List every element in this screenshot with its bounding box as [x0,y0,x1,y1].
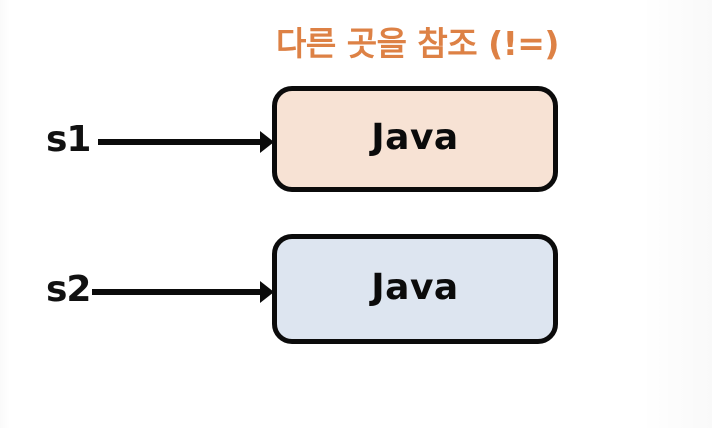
value-box-s2: Java [272,234,558,344]
reference-arrow-s2 [92,281,274,303]
value-box-s1-text: Java [371,117,459,158]
arrow-line [92,289,261,295]
arrow-line [98,139,261,145]
value-box-s2-text: Java [371,267,459,308]
diagram-title: 다른 곳을 참조 (!=) [276,24,560,63]
reference-arrow-s1 [98,131,274,153]
left-page-edge-shading [0,0,10,428]
variable-label-s1: s1 [46,119,91,160]
variable-label-s2: s2 [46,269,91,310]
arrow-head-icon [260,131,274,153]
value-box-s1: Java [272,86,558,192]
arrow-head-icon [260,281,274,303]
